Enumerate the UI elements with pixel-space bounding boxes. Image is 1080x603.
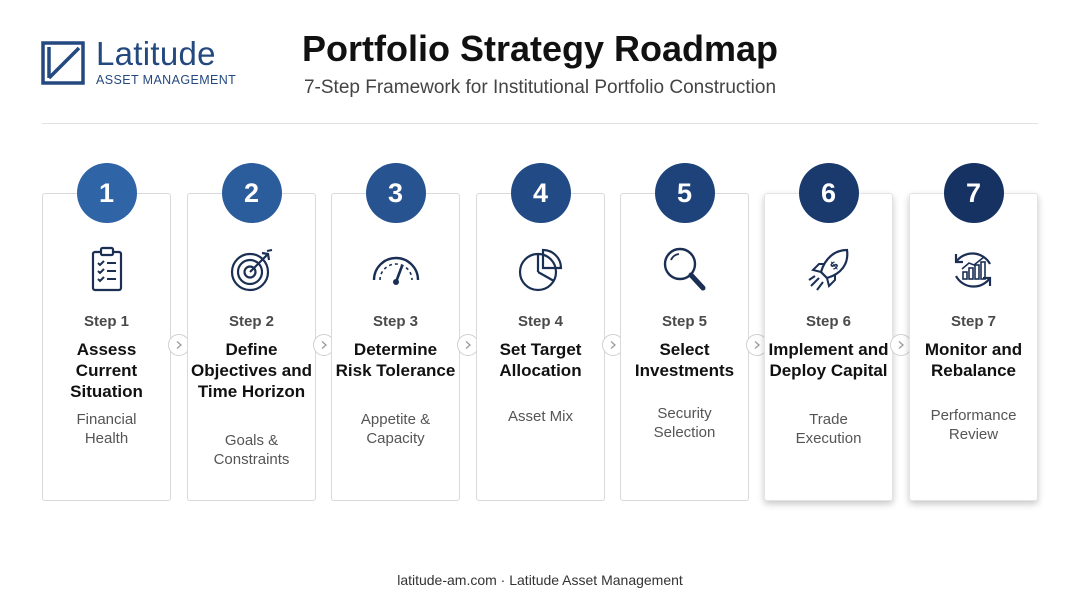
step-title: Set Target Allocation [499,340,582,380]
step-description: Performance Review [930,407,1017,443]
step-card [42,193,171,501]
company-logo: Latitude ASSET MANAGEMENT [41,35,237,87]
logo-mark-icon [41,41,85,85]
step-number-badge: 5 [654,163,715,223]
step-description: Goals & Constraints [213,432,290,468]
step-label: Step 5 [661,313,707,330]
step-number-badge: 2 [221,163,282,223]
pie-chart-icon [511,240,571,300]
step-title: Assess Current Situation [70,340,143,401]
step-title: Implement and Deploy Capital [768,340,889,380]
gauge-icon [366,240,426,300]
step-title: Define Objectives and Time Horizon [191,340,312,401]
logo-subtitle: ASSET MANAGEMENT [96,73,237,87]
step-card [331,193,460,501]
step-description: Financial Health [76,411,137,447]
cycle-chart-icon [944,240,1004,300]
step-description: Security Selection [653,405,716,441]
step-number-badge: 1 [76,163,137,223]
clipboard-checklist-icon [77,240,137,300]
page-subtitle: 7-Step Framework for Institutional Portf… [303,77,777,98]
magnifier-icon [655,240,715,300]
step-label: Step 3 [372,313,418,330]
step-label: Step 2 [228,313,274,330]
step-number-badge: 6 [798,163,859,223]
step-card [620,193,749,501]
logo-name: Latitude [96,35,216,72]
step-title: Determine Risk Tolerance [335,340,456,380]
step-description: Trade Execution [795,411,862,447]
header-divider [42,123,1038,124]
step-description: Appetite & Capacity [360,411,431,447]
page-title: Portfolio Strategy Roadmap [0,28,1080,70]
page-title-text: Portfolio Strategy Roadmap [301,28,779,69]
step-description: Asset Mix [507,408,573,425]
step-number-badge: 4 [510,163,571,223]
step-number-badge: 3 [365,163,426,223]
step-label: Step 1 [83,313,129,330]
step-label: Step 6 [805,313,851,330]
step-card [476,193,605,501]
footer-text: latitude-am.com · Latitude Asset Managem… [397,572,683,588]
step-number-badge: 7 [943,163,1004,223]
target-icon [222,240,282,300]
step-title: Select Investments [634,340,735,380]
rocket-icon: $ [799,240,859,300]
step-title: Monitor and Rebalance [924,340,1023,380]
step-card [909,193,1038,501]
step-card [764,193,893,501]
step-label: Step 4 [517,313,563,330]
step-label: Step 7 [950,313,996,330]
